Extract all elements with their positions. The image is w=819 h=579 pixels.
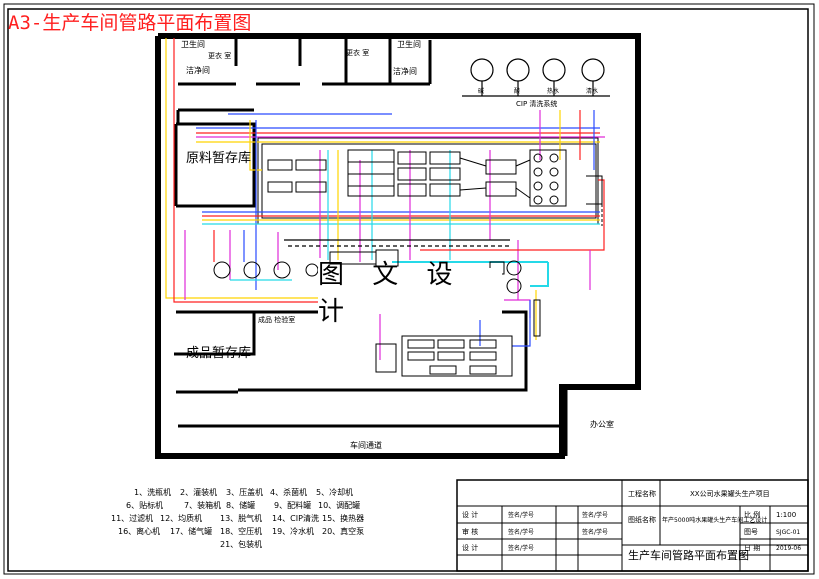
- tb-check-1: 签名/学号: [582, 511, 608, 519]
- room-washroom-left: 卫生间: [181, 39, 205, 49]
- hot-water-tank: [542, 58, 566, 82]
- room-office: 办公室: [590, 419, 614, 429]
- tb-sig-2: 签名/学号: [508, 528, 534, 536]
- tb-scale-label: 比 例: [744, 510, 760, 519]
- tank-label-1: 碱: [478, 88, 484, 95]
- tb-role-3: 设 计: [462, 543, 478, 552]
- tb-project-label: 工程名称: [628, 489, 656, 498]
- legend-item: 15、换热器: [322, 513, 364, 523]
- legend-item: 11、过滤机: [111, 513, 153, 523]
- legend-item: 16、离心机: [118, 526, 160, 536]
- legend-item: 2、灌装机: [180, 487, 217, 497]
- legend-item: 3、压盖机: [226, 487, 263, 497]
- building-walls: [155, 33, 641, 459]
- alkali-tank: [506, 58, 530, 82]
- label-cip: CIP 清洗系统: [516, 99, 557, 108]
- tb-drawing-title: 生产车间管路平面布置图: [628, 548, 749, 562]
- tb-project: XX公司水果罐头生产项目: [690, 489, 770, 498]
- tb-scale: 1:100: [776, 511, 796, 519]
- legend-item: 14、CIP清洗: [272, 513, 319, 523]
- equipment-legend: 1、洗瓶机 2、灌装机 3、压盖机 4、杀菌机 5、冷却机 6、贴标机 7、装箱…: [111, 487, 364, 549]
- tb-drawing-label: 图纸名称: [628, 515, 656, 524]
- legend-item: 20、真空泵: [322, 526, 364, 536]
- legend-item: 17、储气罐: [170, 526, 212, 536]
- tb-role-2: 审 核: [462, 527, 478, 536]
- watermark: 图 文 设 计: [318, 260, 502, 327]
- page-title: A3-生产车间管路平面布置图: [8, 12, 252, 34]
- tb-sig-3: 签名/学号: [508, 544, 534, 552]
- tb-sheet-label: 日 期: [744, 544, 760, 552]
- tb-sig-1: 签名/学号: [508, 511, 534, 519]
- legend-item: 9、配料罐: [274, 500, 311, 510]
- legend-item: 12、均质机: [160, 513, 202, 523]
- room-raw-store: 原料暂存库: [186, 150, 251, 166]
- title-block: [456, 479, 809, 572]
- legend-item: 10、调配罐: [318, 500, 360, 510]
- room-product-store: 成品暂存库: [186, 345, 251, 361]
- room-clean-right: 洁净间: [393, 66, 417, 76]
- interior-walls: [174, 36, 568, 456]
- legend-item: 1、洗瓶机: [134, 487, 171, 497]
- legend-item: 19、冷水机: [272, 526, 314, 536]
- legend-item: 13、脱气机: [220, 513, 262, 523]
- inner-border: [7, 8, 809, 572]
- acid-tank: [470, 58, 494, 82]
- tank-label-2: 酸: [514, 87, 520, 95]
- label-corridor: 车间通道: [350, 440, 382, 450]
- legend-item: 8、储罐: [226, 500, 255, 510]
- cip-tanks: [462, 58, 610, 97]
- clean-water-tank: [581, 58, 605, 82]
- legend-item: 6、贴标机: [126, 500, 163, 510]
- room-clean-left: 洁净间: [186, 65, 210, 75]
- tb-role-1: 设 计: [462, 510, 478, 519]
- room-locker-left: 更衣 室: [208, 51, 231, 60]
- tb-drawing-desc: 年产5000吨水果罐头生产车间工艺设计: [662, 516, 767, 524]
- legend-item: 4、杀菌机: [270, 487, 307, 497]
- legend-item: 7、装箱机: [184, 500, 221, 510]
- room-product-check: 成品 检验室: [258, 315, 295, 324]
- room-locker-right: 更衣 室: [346, 48, 369, 57]
- pipe-rack: [257, 137, 599, 225]
- process-pipes: [165, 38, 605, 360]
- outer-border: [3, 3, 815, 575]
- legend-item: 21、包装机: [220, 539, 262, 549]
- tb-no: SJGC-01: [776, 529, 800, 536]
- tank-label-3: 热水: [547, 87, 559, 95]
- room-washroom-right: 卫生间: [397, 39, 421, 49]
- legend-item: 18、空压机: [220, 526, 262, 536]
- tank-label-4: 清水: [586, 87, 598, 95]
- tb-no-label: 图号: [744, 528, 758, 536]
- tb-check-2: 签名/学号: [582, 528, 608, 536]
- tb-sheet: 2019-06: [776, 545, 801, 552]
- legend-item: 5、冷却机: [316, 487, 353, 497]
